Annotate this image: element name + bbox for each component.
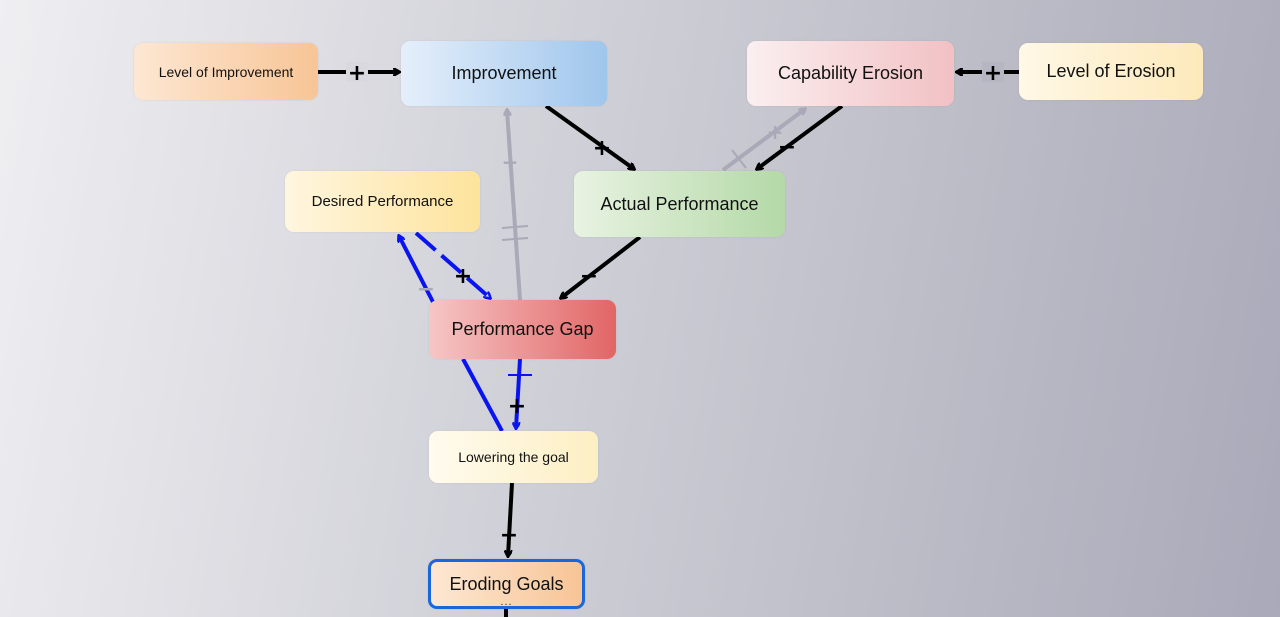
polarity-minus-label: − <box>580 264 598 289</box>
polarity-plus-label: + <box>500 523 518 548</box>
node-label: Capability Erosion <box>777 63 924 83</box>
node-label: Performance Gap <box>451 319 594 339</box>
polarity-plus-label: + <box>454 264 472 289</box>
node-label: Actual Performance <box>600 193 759 214</box>
polarity-plus-label: + <box>508 394 526 419</box>
node-label: Eroding Goals <box>449 573 564 594</box>
node-improvement[interactable]: Improvement <box>401 41 607 106</box>
node-lowering-the-goal[interactable]: Lowering the goal <box>429 431 598 483</box>
link-performance-gap-to-lowering-goal[interactable]: + <box>508 358 532 428</box>
link-capability-erosion-to-actual-performance[interactable]: − <box>757 104 844 169</box>
polarity-plus-label: + <box>767 120 784 144</box>
node-label: Level of Improvement <box>158 63 294 80</box>
node-label: Lowering the goal <box>458 449 569 465</box>
link-lowering-goal-to-eroding-goals[interactable]: + <box>500 482 518 556</box>
polarity-plus-label: + <box>984 61 1002 86</box>
link-level-of-erosion-to-capability-erosion[interactable]: + <box>957 61 1019 86</box>
node-label: Desired Performance <box>311 193 454 210</box>
node-label: Improvement <box>451 63 557 83</box>
link-desired-performance-to-performance-gap[interactable]: + <box>414 231 490 298</box>
link-actual-performance-to-capability-erosion[interactable]: + <box>721 109 805 172</box>
node-label: Level of Erosion <box>1046 61 1176 81</box>
link-lowering-goal-to-desired-performance[interactable]: − <box>399 236 504 432</box>
polarity-plus-label: + <box>502 150 519 174</box>
node-desired-performance[interactable]: Desired Performance <box>285 171 480 232</box>
polarity-minus-label: − <box>417 277 435 302</box>
link-level-of-improvement-to-improvement[interactable]: + <box>318 61 399 86</box>
node-actual-performance[interactable]: Actual Performance <box>574 171 785 237</box>
node-eroding-goals[interactable]: Eroding Goals ... <box>428 559 585 609</box>
polarity-plus-label: + <box>348 61 366 86</box>
node-performance-gap[interactable]: Performance Gap <box>429 300 616 359</box>
polarity-minus-label: − <box>778 135 796 160</box>
collapsed-indicator[interactable]: ... <box>500 596 513 608</box>
node-level-of-erosion[interactable]: Level of Erosion <box>1019 43 1203 100</box>
polarity-plus-label: + <box>593 136 611 161</box>
link-improvement-to-actual-performance[interactable]: + <box>544 104 634 169</box>
node-capability-erosion[interactable]: Capability Erosion <box>747 41 954 106</box>
link-actual-performance-to-performance-gap[interactable]: − <box>561 235 642 298</box>
node-level-of-improvement[interactable]: Level of Improvement <box>134 43 318 100</box>
link-performance-gap-to-improvement[interactable]: + <box>502 110 529 301</box>
